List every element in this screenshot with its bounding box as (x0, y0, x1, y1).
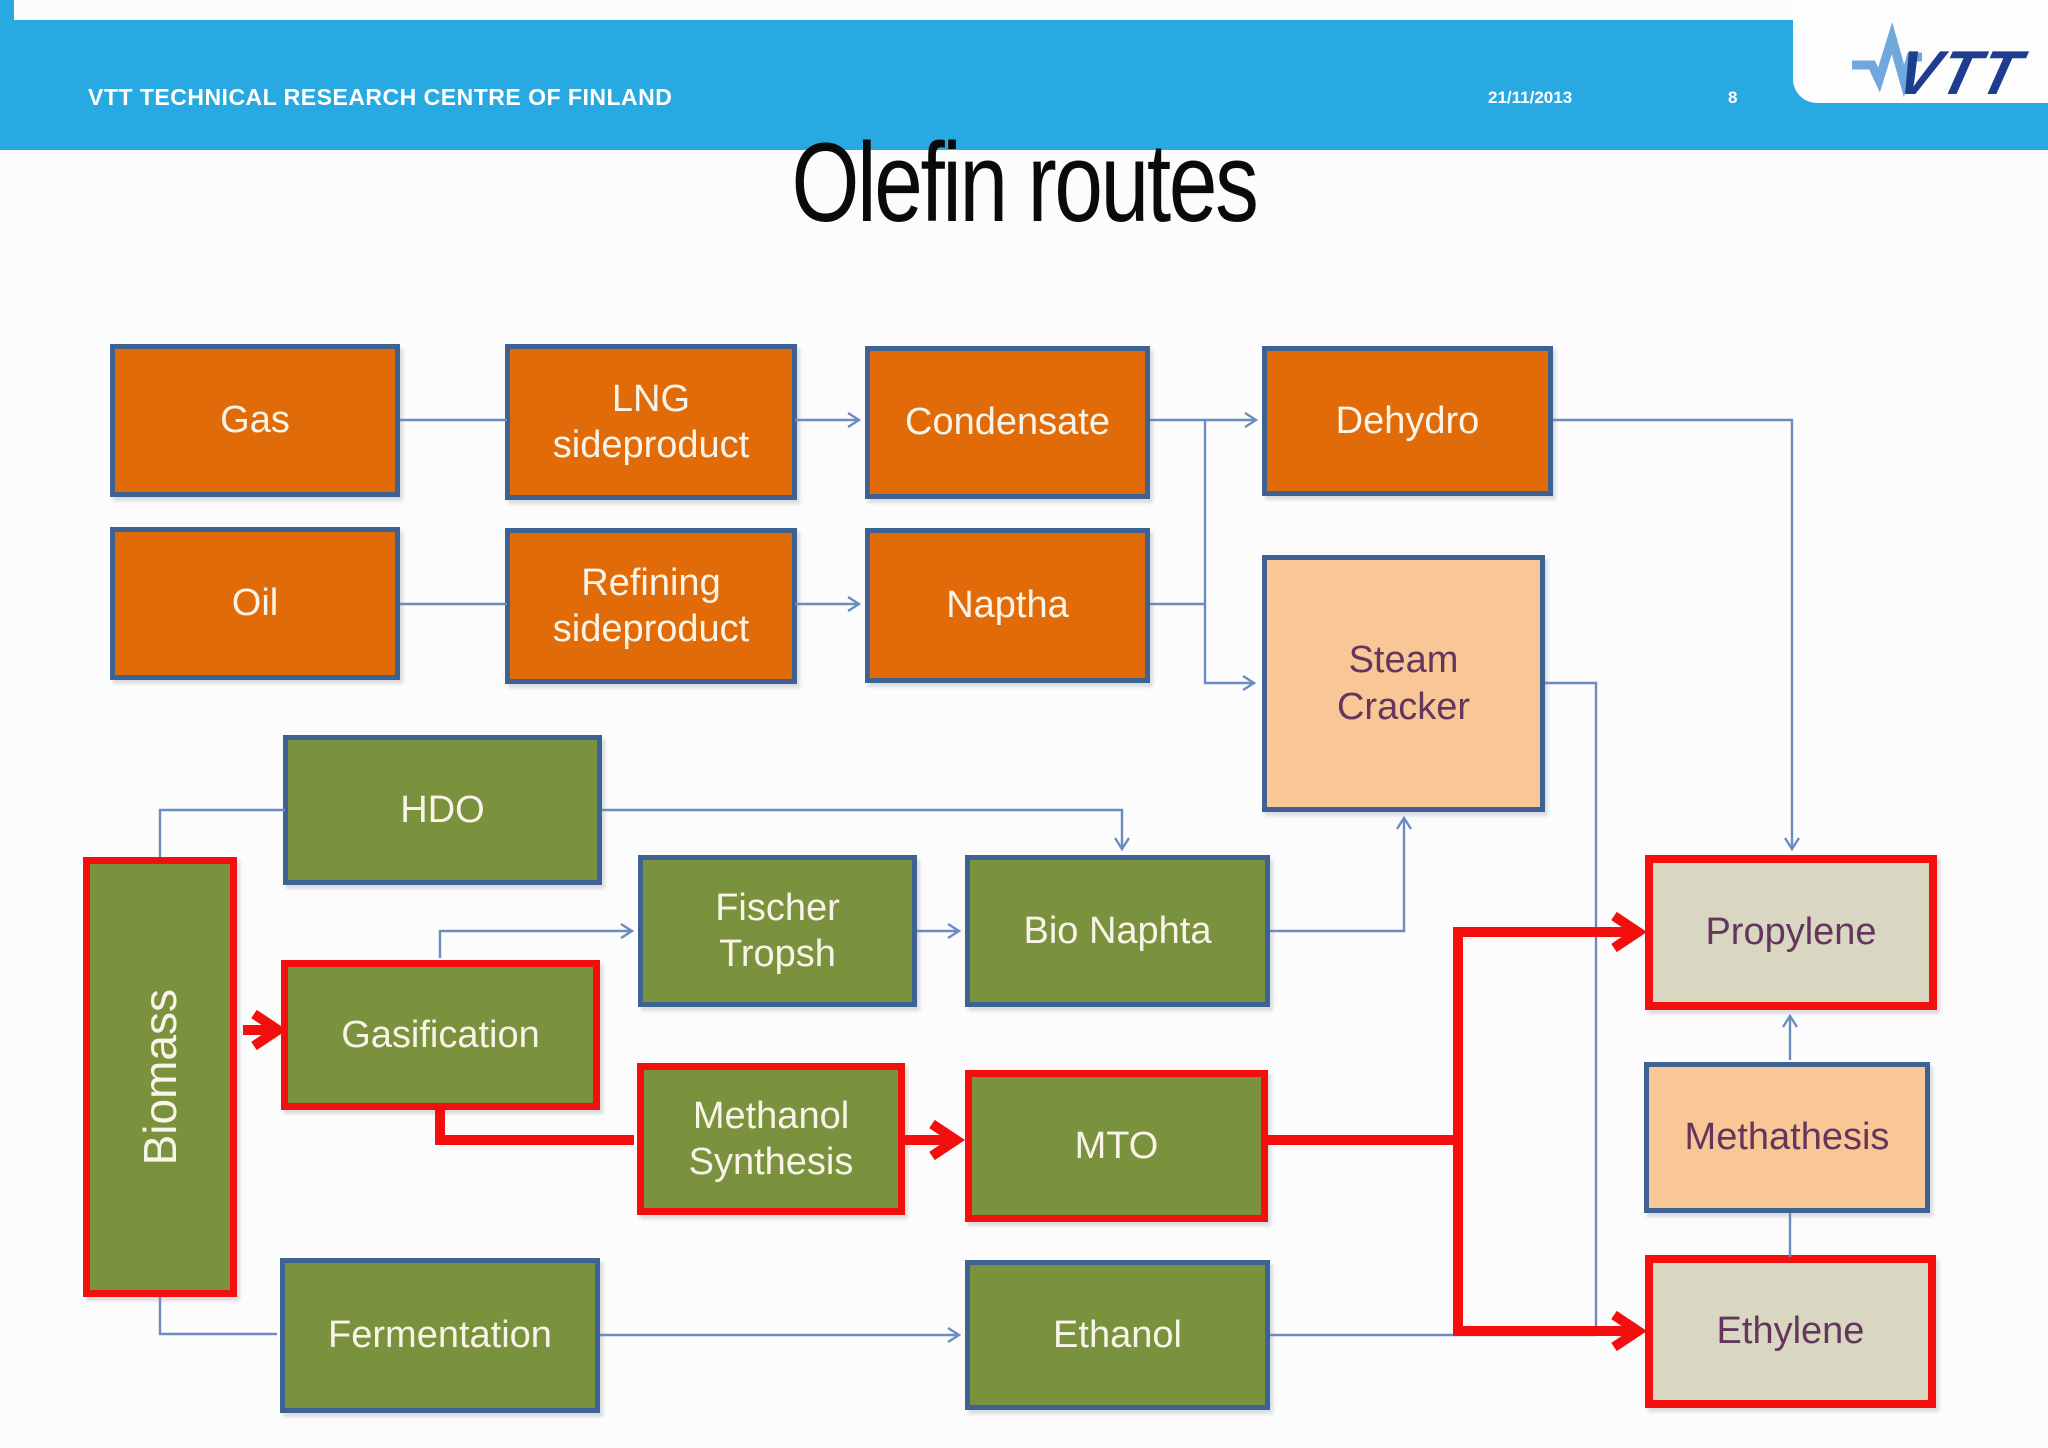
node-refining-sideproduct-label: Refining sideproduct (552, 561, 750, 650)
edge-mto-ethylene-arrowhead (1611, 1310, 1648, 1352)
title-row: Olefin routes (0, 118, 2048, 247)
edge-bionaphta-steamcracker (1270, 815, 1413, 933)
node-hdo: HDO (283, 735, 602, 885)
vtt-logo-icon: VTT (1852, 22, 2033, 102)
edge-steamcracker-ethylene (1545, 681, 1598, 1331)
node-mto-label: MTO (1074, 1124, 1159, 1167)
node-ethylene: Ethylene (1645, 1255, 1936, 1408)
node-condensate: Condensate (865, 346, 1150, 499)
node-fermentation-label: Fermentation (328, 1314, 552, 1357)
node-naptha: Naptha (865, 528, 1150, 683)
edge-mto-propylene-arrowhead (1611, 911, 1648, 953)
node-refining-sideproduct: Refining sideproduct (505, 528, 797, 684)
node-ethanol-label: Ethanol (1053, 1313, 1182, 1356)
node-bio-naphta-label: Bio Naphta (1023, 909, 1212, 952)
node-lng-sideproduct: LNG sideproduct (505, 344, 797, 500)
node-ethanol: Ethanol (965, 1260, 1270, 1410)
edge-hdo-bionaphta (602, 808, 1131, 852)
node-mto: MTO (965, 1070, 1268, 1222)
node-fermentation: Fermentation (280, 1258, 600, 1413)
page-title: Olefin routes (791, 120, 1259, 245)
slide-date: 21/11/2013 (1488, 88, 1573, 107)
edge-dehydro-propylene (1553, 418, 1801, 852)
organization-name: VTT TECHNICAL RESEARCH CENTRE OF FINLAND (88, 84, 673, 110)
node-condensate-label: Condensate (905, 401, 1110, 444)
page-number: 8 (1728, 88, 1738, 107)
edge-biomass-hdo (158, 808, 285, 857)
node-methathesis: Methathesis (1644, 1062, 1930, 1213)
node-oil-label: Oil (231, 582, 279, 625)
node-bio-naphta: Bio Naphta (965, 855, 1270, 1007)
node-propylene: Propylene (1645, 855, 1937, 1010)
edge-biomass-fermentation (158, 1297, 277, 1336)
edge-methanolsynthesis-mto-arrowhead (929, 1119, 966, 1161)
node-lng-sideproduct-label: LNG sideproduct (552, 377, 750, 466)
node-steam-cracker: Steam Cracker (1262, 555, 1545, 812)
edge-junction-steamcracker (1203, 420, 1257, 692)
node-gas: Gas (110, 344, 400, 497)
node-biomass: Biomass (83, 857, 237, 1297)
node-fischer-tropsh: Fischer Tropsh (638, 855, 917, 1007)
node-gasification-label: Gasification (341, 1013, 540, 1056)
node-hdo-label: HDO (400, 788, 485, 831)
node-ethylene-label: Ethylene (1716, 1310, 1865, 1353)
node-fischer-tropsh-label: Fischer Tropsh (715, 886, 840, 975)
node-naptha-label: Naptha (946, 584, 1069, 627)
node-gasification: Gasification (281, 960, 600, 1110)
vtt-logo-panel: VTT (1793, 0, 2048, 103)
header-bar (0, 20, 2048, 150)
node-methathesis-label: Methathesis (1684, 1116, 1890, 1159)
node-biomass-label: Biomass (133, 988, 186, 1166)
node-methanol-synthesis-label: Methanol Synthesis (688, 1094, 854, 1183)
edge-biomass-gasification-arrowhead (251, 1009, 288, 1051)
node-oil: Oil (110, 527, 400, 680)
header-bar-notch (0, 0, 14, 20)
node-steam-cracker-label: Steam Cracker (1336, 639, 1471, 728)
node-gas-label: Gas (220, 399, 290, 442)
node-methanol-synthesis: Methanol Synthesis (637, 1063, 905, 1215)
edge-gasification-methanolsynthesis (435, 1108, 634, 1145)
node-dehydro: Dehydro (1262, 346, 1553, 496)
node-dehydro-label: Dehydro (1335, 399, 1480, 442)
vtt-logo-text: VTT (1890, 39, 2033, 102)
node-propylene-label: Propylene (1705, 911, 1877, 954)
edge-gasification-fischertropsh (438, 922, 635, 958)
edge-mto-products-backbone (1453, 927, 1630, 1336)
